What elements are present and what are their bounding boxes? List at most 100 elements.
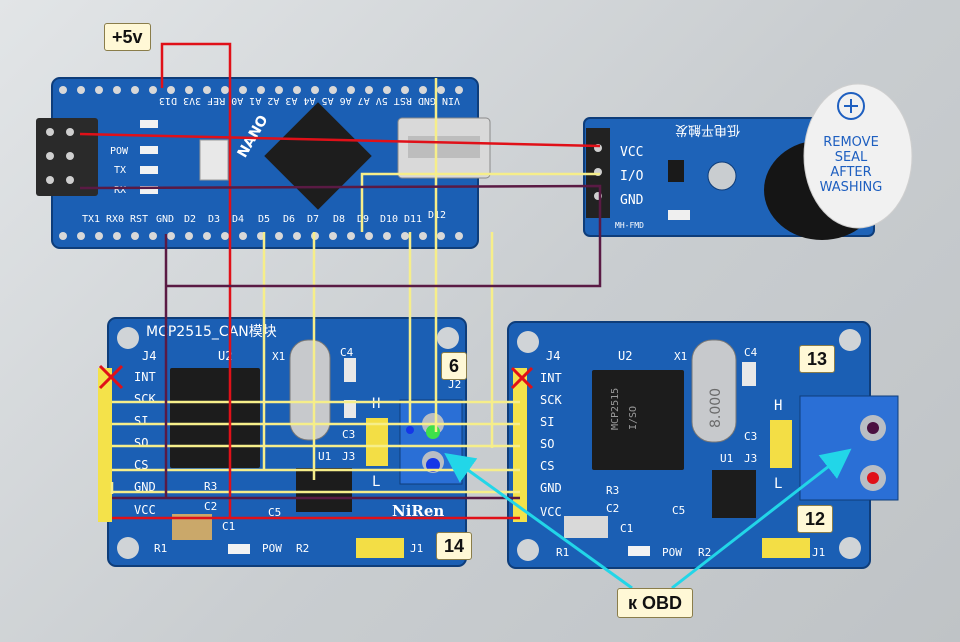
can-left-c4: C4	[340, 346, 354, 359]
can-left-j2: J2	[448, 378, 461, 391]
can-right-pin-si: SI	[540, 415, 554, 429]
nano-pin-label: RST	[130, 214, 148, 225]
nano-pin-label: D8	[333, 214, 345, 225]
can-left-pin-cs: CS	[134, 458, 148, 472]
can-right-h: H	[774, 398, 782, 414]
obd-arrows	[444, 448, 852, 590]
can-right-crystal-value: 8.000	[708, 388, 724, 428]
can-right-l: L	[774, 476, 782, 492]
can-right-c2: C2	[606, 502, 619, 515]
can-left-transceiver	[296, 468, 352, 512]
can-right-mcp2515	[592, 370, 684, 470]
can-left-can-l-dot	[426, 458, 440, 472]
label-pin-13: 13	[799, 345, 836, 373]
can-left-pin-int: INT	[134, 370, 156, 384]
can-left-pin-sck: SCK	[134, 392, 156, 406]
label-plus-5v: +5v	[104, 23, 151, 51]
can-left-header-strip	[98, 368, 112, 522]
arduino-nano-board: VIN GND RST 5V A7 A6 A5 A4 A3 A2 A1 A0 R…	[36, 77, 491, 249]
sticker-line-3: AFTER	[830, 165, 871, 180]
buzzer-pin-io: I/O	[620, 169, 644, 184]
can-left-crystal-body	[289, 339, 331, 441]
can-right-can-h-dot	[867, 422, 879, 434]
can-left-r1: R1	[154, 542, 167, 555]
can-right-pow: POW	[662, 546, 682, 559]
can-left-can-h-dot	[426, 425, 440, 439]
can-left-c5: C5	[268, 506, 281, 519]
nano-led-pow: POW	[110, 146, 129, 157]
can-left-j3: J3	[342, 450, 355, 463]
plus-icon	[837, 92, 865, 120]
can-left-l: L	[372, 474, 380, 490]
can-module-right: J4 U2 X1 INT SCK SI SO CS GND VCC MCP251…	[507, 321, 899, 569]
can-right-u1: U1	[720, 452, 733, 465]
reset-button	[199, 139, 229, 181]
can-left-title: MCP2515_CAN模块	[146, 324, 277, 340]
nano-top-pin-row	[59, 86, 463, 94]
nano-bottom-pin-row	[59, 232, 463, 240]
nano-pin-label: D5	[258, 214, 270, 225]
wires-red	[79, 42, 601, 520]
can-left-pin-gnd: GND	[134, 480, 156, 494]
can-right-pin-so: SO	[540, 437, 554, 451]
wires-yellow	[110, 78, 600, 494]
can-left-r2: R2	[296, 542, 309, 555]
nano-led-rx: RX	[114, 185, 126, 196]
sticker-line-1: REMOVE	[823, 135, 879, 150]
can-left-jumper-j3	[366, 418, 388, 466]
buzzer-sticker	[803, 83, 913, 229]
can-left-u1: U1	[318, 450, 331, 463]
can-right-j3: J3	[744, 452, 757, 465]
label-pin-12: 12	[797, 505, 834, 533]
can-right-jumper-j3	[770, 420, 792, 468]
can-left-pin-so: SO	[134, 436, 148, 450]
can-left-c1: C1	[222, 520, 235, 533]
can-left-mcp2515	[170, 368, 260, 468]
buzzer-code: MH-FMD	[615, 221, 644, 230]
can-right-r2: R2	[698, 546, 711, 559]
nano-pin-label: D10	[380, 214, 398, 225]
nano-pin-label: D6	[283, 214, 295, 225]
can-right-chip-text: MCP2515	[610, 388, 621, 430]
wires-purple	[79, 184, 602, 500]
can-right-j1: J1	[812, 546, 825, 559]
can-right-pin-cs: CS	[540, 459, 554, 473]
can-module-left: MCP2515_CAN模块 J4 U2 X1 INT SCK SI SO CS …	[98, 317, 467, 567]
can-left-pin-vcc: VCC	[134, 503, 156, 517]
label-pin-14: 14	[436, 532, 473, 560]
int-not-connected-marks	[98, 364, 534, 390]
can-left-c2: C2	[204, 500, 217, 513]
can-right-pin-vcc: VCC	[540, 505, 562, 519]
can-right-c3: C3	[744, 430, 757, 443]
can-left-c3: C3	[342, 428, 355, 441]
can-right-header: J4	[546, 349, 560, 363]
buzzer-title: 低电平触发	[675, 122, 740, 138]
nano-mcu-chip	[264, 102, 372, 210]
can-right-crystal-body	[691, 339, 737, 443]
can-right-jumper-j1	[762, 538, 810, 558]
can-right-c5: C5	[672, 504, 685, 517]
sticker-line-4: WASHING	[820, 180, 883, 195]
nano-pin-label: D7	[307, 214, 319, 225]
sticker-line-2: SEAL	[835, 150, 868, 165]
can-right-transceiver	[712, 470, 756, 518]
can-left-crystal: X1	[272, 350, 285, 363]
can-left-j1: J1	[410, 542, 423, 555]
nano-pin-label: RX0	[106, 214, 124, 225]
can-left-brand: NiRen	[392, 502, 444, 520]
can-left-jumper-j1	[356, 538, 404, 558]
can-right-r3: R3	[606, 484, 619, 497]
nano-pin-label: GND	[156, 214, 174, 225]
label-pin-6: 6	[441, 352, 468, 380]
can-right-crystal: X1	[674, 350, 687, 363]
nano-led-tx: TX	[114, 165, 126, 176]
can-right-chip-text-2: I/SO	[628, 406, 639, 430]
label-to-obd: к OBD	[617, 588, 694, 618]
can-right-c1: C1	[620, 522, 633, 535]
nano-pin-label: D2	[184, 214, 196, 225]
can-right-can-l-dot	[867, 472, 879, 484]
can-right-pin-gnd: GND	[540, 481, 562, 495]
buzzer-pin-gnd: GND	[620, 193, 644, 208]
can-left-pow: POW	[262, 542, 282, 555]
